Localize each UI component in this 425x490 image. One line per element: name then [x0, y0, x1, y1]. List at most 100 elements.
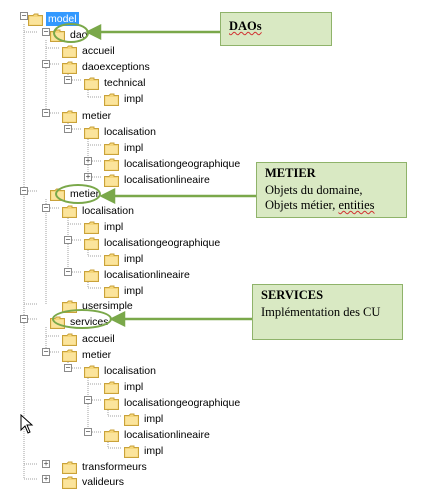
- tree-node-dao-metier[interactable]: metier: [62, 108, 113, 124]
- folder-icon: [62, 349, 77, 362]
- tree-node-services-metier-label: metier: [82, 349, 112, 361]
- folder-icon: [84, 77, 99, 90]
- tree-node-services-localisationgeographique-impl-label: impl: [144, 413, 164, 425]
- tree-node-metier-localisation-impl[interactable]: impl: [84, 219, 125, 235]
- collapse-icon[interactable]: −: [84, 395, 92, 404]
- tree-node-services-localisationgeographique-impl[interactable]: impl: [124, 411, 165, 427]
- collapse-icon[interactable]: −: [20, 11, 28, 20]
- note-services-body: Implémentation des CU: [261, 305, 381, 319]
- tree-node-metier-localisation-label: localisation: [82, 205, 134, 217]
- folder-icon: [84, 365, 99, 378]
- tree-node-dao-metier-localisationgeographique-label: localisationgeographique: [124, 158, 241, 170]
- tree-node-technical-impl-label: impl: [124, 93, 144, 105]
- tree-node-metier-localisationlineaire-impl[interactable]: impl: [104, 283, 145, 299]
- folder-icon: [62, 333, 77, 346]
- tree-node-metier-localisation[interactable]: localisation: [62, 203, 136, 219]
- tree-node-dao-metier-localisation-label: localisation: [104, 126, 156, 138]
- note-services-title: SERVICES: [261, 288, 324, 302]
- note-metier-line1: Objets du domaine,: [265, 183, 363, 197]
- note-metier-line2: Objets métier, entities: [265, 198, 398, 213]
- tree-node-metier-localisationgeographique[interactable]: localisationgeographique: [84, 235, 222, 251]
- tree-node-metier-localisationlineaire[interactable]: localisationlineaire: [84, 267, 192, 283]
- tree-node-technical-impl[interactable]: impl: [104, 91, 145, 107]
- tree-node-daoexceptions-label: daoexceptions: [82, 61, 150, 73]
- expand-icon[interactable]: +: [84, 172, 92, 181]
- folder-icon: [124, 445, 139, 458]
- tree-node-services-localisationlineaire-impl[interactable]: impl: [124, 443, 165, 459]
- tree-node-metier-localisation-impl-label: impl: [104, 221, 124, 233]
- folder-icon: [62, 461, 77, 474]
- folder-icon: [62, 45, 77, 58]
- tree-node-metier-localisationlineaire-impl-label: impl: [124, 285, 144, 297]
- highlight-ring-dao: [53, 23, 89, 43]
- tree-root[interactable]: model: [28, 11, 79, 27]
- note-metier-title: METIER: [265, 166, 316, 180]
- tree-node-technical[interactable]: technical: [84, 75, 147, 91]
- collapse-icon[interactable]: −: [20, 314, 28, 323]
- folder-icon: [62, 110, 77, 123]
- folder-icon: [104, 429, 119, 442]
- folder-icon: [62, 205, 77, 218]
- note-metier: METIER Objets du domaine, Objets métier,…: [256, 162, 407, 218]
- tree-node-services-localisationgeographique-label: localisationgeographique: [124, 397, 241, 409]
- collapse-icon[interactable]: −: [20, 186, 28, 195]
- tree-node-metier-localisationgeographique-impl[interactable]: impl: [104, 251, 145, 267]
- collapse-icon[interactable]: −: [42, 27, 50, 36]
- folder-icon: [84, 126, 99, 139]
- tree-node-services-localisationgeographique[interactable]: localisationgeographique: [104, 395, 242, 411]
- folder-icon: [124, 413, 139, 426]
- tree-node-services-accueil[interactable]: accueil: [62, 331, 117, 347]
- tree-node-metier-localisationgeographique-label: localisationgeographique: [104, 237, 221, 249]
- tree-node-technical-label: technical: [104, 77, 146, 89]
- folder-icon: [62, 476, 77, 489]
- collapse-icon[interactable]: −: [84, 427, 92, 436]
- collapse-icon[interactable]: −: [64, 75, 72, 84]
- tree-node-dao-metier-localisationgeographique[interactable]: localisationgeographique: [104, 156, 242, 172]
- tree-node-metier-localisationlineaire-label: localisationlineaire: [104, 269, 190, 281]
- tree-node-dao-metier-label: metier: [82, 110, 112, 122]
- tree-node-valideurs-label: valideurs: [82, 476, 125, 488]
- expand-icon[interactable]: +: [84, 156, 92, 165]
- collapse-icon[interactable]: −: [42, 203, 50, 212]
- expand-icon[interactable]: +: [42, 459, 50, 468]
- collapse-icon[interactable]: −: [42, 108, 50, 117]
- collapse-icon[interactable]: −: [64, 235, 72, 244]
- tree-node-dao-metier-localisation[interactable]: localisation: [84, 124, 158, 140]
- expand-icon[interactable]: +: [42, 474, 50, 483]
- tree-node-dao-metier-localisation-impl[interactable]: impl: [104, 140, 145, 156]
- folder-icon: [84, 237, 99, 250]
- folder-icon: [28, 13, 43, 26]
- tree-node-dao-accueil[interactable]: accueil: [62, 43, 117, 59]
- tree-node-dao-metier-localisationlineaire[interactable]: localisationlineaire: [104, 172, 212, 188]
- folder-icon: [104, 253, 119, 266]
- folder-icon: [84, 221, 99, 234]
- tree-node-daoexceptions[interactable]: daoexceptions: [62, 59, 152, 75]
- tree-node-services-metier[interactable]: metier: [62, 347, 113, 363]
- tree-node-services-localisation-label: localisation: [104, 365, 156, 377]
- folder-icon: [104, 158, 119, 171]
- note-metier-line2-text: Objets métier,: [265, 198, 339, 212]
- tree-node-valideurs[interactable]: valideurs: [62, 474, 126, 490]
- tree-node-services-accueil-label: accueil: [82, 333, 115, 345]
- tree-node-dao-metier-localisation-impl-label: impl: [124, 142, 144, 154]
- folder-icon: [104, 174, 119, 187]
- tree-node-services-localisation-impl[interactable]: impl: [104, 379, 145, 395]
- mouse-pointer-icon: [20, 414, 34, 434]
- tree-node-metier-localisationgeographique-impl-label: impl: [124, 253, 144, 265]
- collapse-icon[interactable]: −: [64, 124, 72, 133]
- note-daos: DAOs: [220, 12, 332, 46]
- folder-icon: [104, 397, 119, 410]
- collapse-icon[interactable]: −: [42, 59, 50, 68]
- highlight-ring-services: [52, 309, 112, 329]
- highlight-ring-metier: [55, 184, 101, 204]
- note-metier-entities: entities: [338, 198, 375, 212]
- tree-node-services-localisation[interactable]: localisation: [84, 363, 158, 379]
- tree-node-services-localisationlineaire-impl-label: impl: [144, 445, 164, 457]
- tree-node-services-localisationlineaire[interactable]: localisationlineaire: [104, 427, 212, 443]
- folder-icon: [104, 285, 119, 298]
- collapse-icon[interactable]: −: [42, 347, 50, 356]
- collapse-icon[interactable]: −: [64, 267, 72, 276]
- tree-node-transformeurs[interactable]: transformeurs: [62, 459, 149, 475]
- tree-node-services-localisation-impl-label: impl: [124, 381, 144, 393]
- collapse-icon[interactable]: −: [64, 363, 72, 372]
